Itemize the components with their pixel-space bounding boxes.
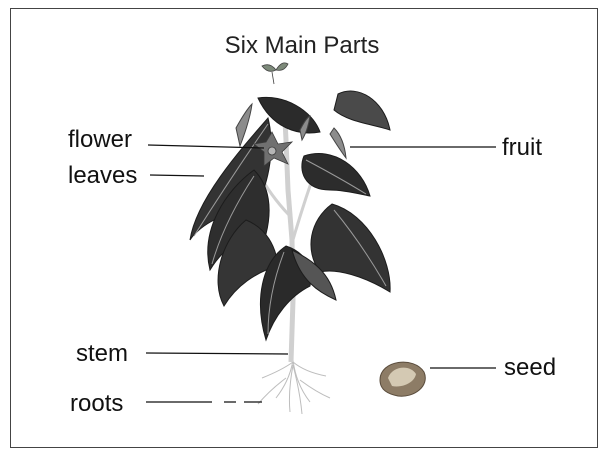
stem-illustration <box>284 100 293 362</box>
label-roots: roots <box>70 390 123 418</box>
bud-illustration <box>262 63 288 84</box>
label-seed: seed <box>504 354 556 382</box>
label-flower: flower <box>68 126 132 154</box>
leaves-pointer <box>150 175 204 176</box>
label-stem: stem <box>76 340 128 368</box>
label-fruit: fruit <box>502 134 542 162</box>
seed-illustration <box>380 362 425 396</box>
roots-illustration <box>258 360 330 414</box>
label-leaves: leaves <box>68 162 137 190</box>
stem-pointer <box>146 353 288 354</box>
